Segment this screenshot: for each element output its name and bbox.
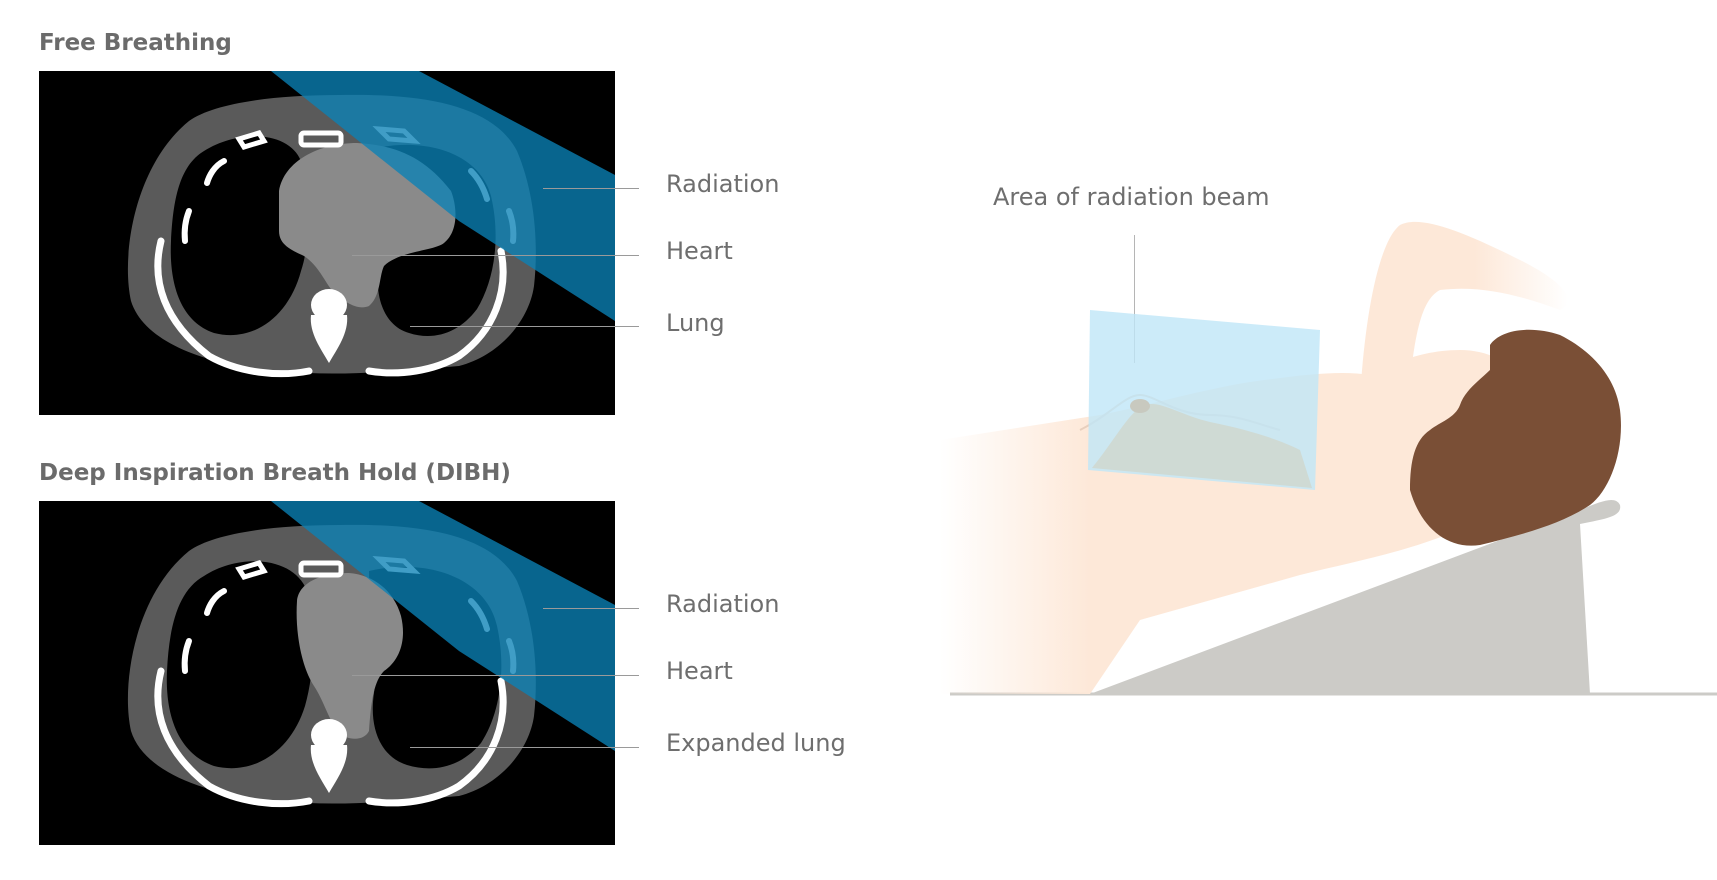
leader-lung-1 xyxy=(410,326,639,327)
hair xyxy=(1410,329,1621,546)
leader-heart-1 xyxy=(352,255,639,256)
label-beam-area: Area of radiation beam xyxy=(993,183,1270,211)
label-radiation-2: Radiation xyxy=(666,590,780,618)
label-heart-1: Heart xyxy=(666,237,733,265)
nipple xyxy=(1130,399,1150,413)
radiation-beam xyxy=(271,71,615,321)
label-lung-1: Lung xyxy=(666,309,725,337)
ct-scan-free-breathing xyxy=(39,71,615,415)
radiation-beam xyxy=(271,501,615,751)
label-lung-2: Expanded lung xyxy=(666,729,846,757)
left-lung-cavity xyxy=(170,136,308,336)
patient-illustration xyxy=(940,221,1717,696)
heart xyxy=(279,143,456,308)
breast-within-beam xyxy=(1092,403,1312,488)
heart xyxy=(296,573,404,739)
panel-title-dibh: Deep Inspiration Breath Hold (DIBH) xyxy=(39,460,511,486)
ct-scan-dibh xyxy=(39,501,615,845)
left-lung-cavity xyxy=(166,561,313,769)
leader-radiation-1 xyxy=(543,188,639,189)
label-heart-2: Heart xyxy=(666,657,733,685)
leader-radiation-2 xyxy=(543,608,639,609)
leader-lung-2 xyxy=(410,747,639,748)
leader-heart-2 xyxy=(352,675,639,676)
treatment-table-wedge xyxy=(1090,500,1621,694)
patient-arm xyxy=(1360,221,1568,400)
leader-beam-area xyxy=(1134,235,1135,363)
label-radiation-1: Radiation xyxy=(666,170,780,198)
panel-title-free-breathing: Free Breathing xyxy=(39,30,232,56)
spine xyxy=(310,719,348,793)
spine xyxy=(310,289,348,363)
